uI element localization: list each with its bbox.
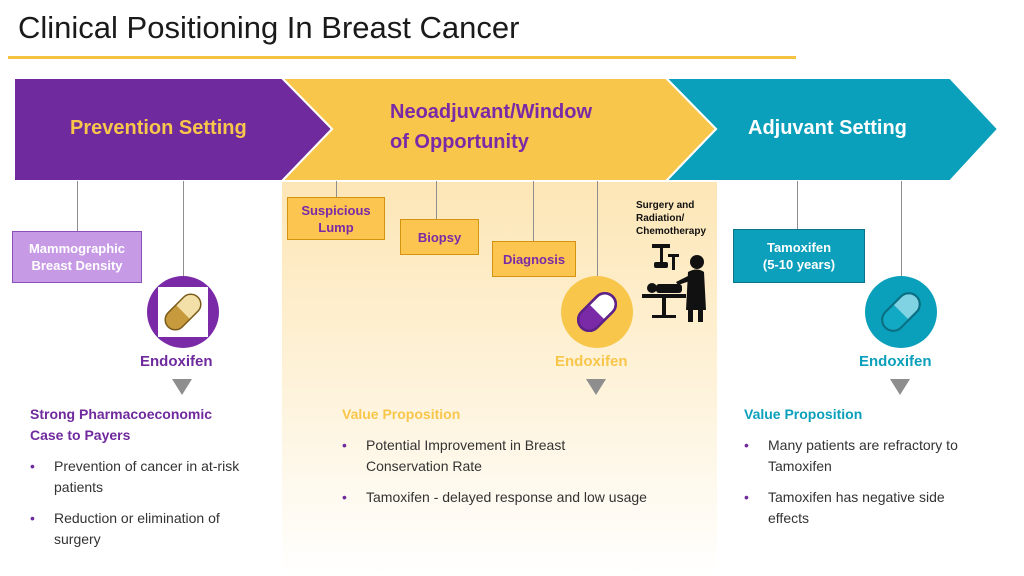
bullet-text: Tamoxifen has negative side effects bbox=[768, 489, 945, 526]
diagnosis-label: Diagnosis bbox=[502, 251, 566, 267]
endoxifen-label-neoadjuvant: Endoxifen bbox=[555, 353, 628, 370]
connector-diagnosis bbox=[533, 181, 534, 241]
pill-capsule-icon bbox=[158, 287, 208, 337]
bullet-text: Tamoxifen - delayed response and low usa… bbox=[366, 489, 647, 505]
endoxifen-label-prevention: Endoxifen bbox=[140, 353, 213, 370]
neoadjuvant-label: Neoadjuvant/Window of Opportunity bbox=[390, 97, 592, 157]
bullet-text: Many patients are refractory to Tamoxife… bbox=[768, 437, 958, 474]
pill-capsule-icon bbox=[881, 292, 921, 332]
pill-capsule-icon bbox=[576, 291, 618, 333]
adjuvant-heading: Value Proposition bbox=[744, 406, 863, 422]
phase-arrows bbox=[13, 77, 1000, 182]
neoadjuvant-bullet-list: •Potential Improvement in Breast Conserv… bbox=[342, 435, 702, 518]
neoadjuvant-label-line1: Neoadjuvant/Window bbox=[390, 101, 593, 123]
prevention-heading-line1: Strong Pharmacoeconomic bbox=[30, 406, 213, 422]
adjuvant-bullet-list: •Many patients are refractory to Tamoxif… bbox=[744, 435, 984, 539]
prevention-arrow bbox=[13, 77, 334, 182]
diagnosis-box: Diagnosis bbox=[492, 241, 576, 277]
list-item: •Reduction or elimination of surgery bbox=[30, 510, 220, 547]
neoadjuvant-heading: Value Proposition bbox=[342, 406, 461, 422]
suspicious-line1: Suspicious bbox=[301, 202, 371, 218]
connector-endoxifen-prevention bbox=[183, 181, 184, 276]
page-title: Clinical Positioning In Breast Cancer bbox=[18, 10, 520, 45]
connector-suspicious bbox=[336, 181, 337, 197]
down-triangle-icon bbox=[890, 379, 910, 395]
surgery-line1: Surgery and bbox=[636, 200, 695, 211]
connector-endoxifen-adjuvant bbox=[901, 181, 902, 276]
suspicious-line2: Lump bbox=[318, 219, 354, 235]
list-item: •Prevention of cancer in at-risk patient… bbox=[30, 458, 240, 495]
prevention-heading: Strong Pharmacoeconomic Case to Payers bbox=[30, 404, 212, 446]
title-underline bbox=[8, 56, 796, 59]
prevention-heading-line2: Case to Payers bbox=[30, 427, 131, 443]
tamoxifen-box: Tamoxifen (5-10 years) bbox=[733, 229, 865, 283]
list-item: •Many patients are refractory to Tamoxif… bbox=[744, 437, 958, 474]
prevention-bullet-list: •Prevention of cancer in at-risk patient… bbox=[30, 456, 260, 560]
tamoxifen-line1: Tamoxifen bbox=[766, 240, 832, 255]
surgery-label: Surgery and Radiation/ Chemotherapy bbox=[636, 199, 706, 238]
biopsy-box: Biopsy bbox=[400, 219, 479, 255]
mammographic-breast-density-box: Mammographic Breast Density bbox=[12, 231, 142, 283]
prevention-setting-label: Prevention Setting bbox=[70, 117, 247, 139]
list-item: •Tamoxifen has negative side effects bbox=[744, 489, 945, 526]
down-triangle-icon bbox=[172, 379, 192, 395]
mammographic-line2: Breast Density bbox=[31, 258, 123, 273]
connector-mammographic bbox=[77, 181, 78, 231]
endoxifen-label-adjuvant: Endoxifen bbox=[859, 353, 932, 370]
surgery-line2: Radiation/ bbox=[636, 213, 685, 224]
connector-tamoxifen bbox=[797, 181, 798, 229]
connector-endoxifen-neoadjuvant bbox=[597, 181, 598, 276]
list-item: •Potential Improvement in Breast Conserv… bbox=[342, 437, 566, 474]
bullet-text: Reduction or elimination of surgery bbox=[54, 510, 220, 547]
mammographic-line1: Mammographic bbox=[28, 241, 126, 256]
biopsy-label: Biopsy bbox=[417, 229, 462, 245]
bullet-text: Prevention of cancer in at-risk patients bbox=[54, 458, 240, 495]
surgery-line3: Chemotherapy bbox=[636, 226, 707, 237]
list-item: •Tamoxifen - delayed response and low us… bbox=[342, 489, 647, 505]
endoxifen-prevention-circle bbox=[147, 276, 219, 348]
endoxifen-neoadjuvant-circle bbox=[561, 276, 633, 348]
surgery-operating-icon bbox=[642, 244, 706, 322]
tamoxifen-line2: (5-10 years) bbox=[762, 257, 836, 272]
endoxifen-adjuvant-circle bbox=[865, 276, 937, 348]
adjuvant-setting-label: Adjuvant Setting bbox=[748, 117, 907, 139]
suspicious-lump-box: Suspicious Lump bbox=[287, 197, 385, 240]
bullet-text: Potential Improvement in Breast Conserva… bbox=[366, 437, 566, 474]
neoadjuvant-label-line2: of Opportunity bbox=[390, 131, 529, 153]
connector-biopsy bbox=[436, 181, 437, 219]
down-triangle-icon bbox=[586, 379, 606, 395]
